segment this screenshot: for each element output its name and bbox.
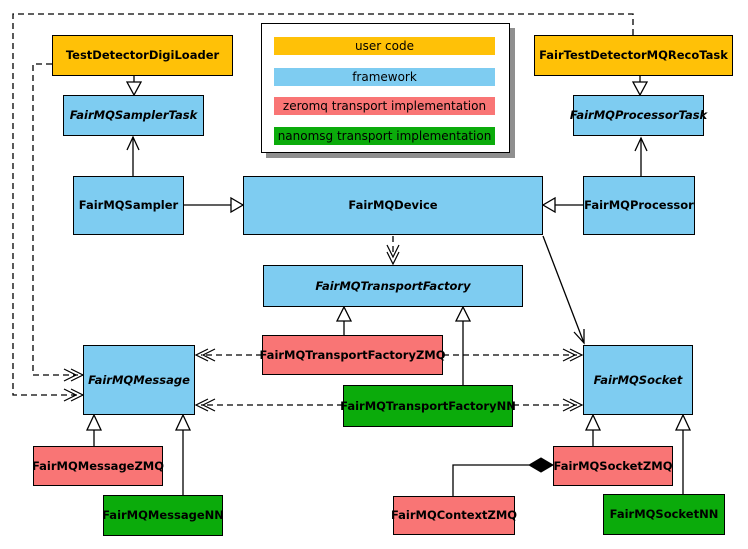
- class-box-fairmq-processor-task: FairMQProcessorTask: [570, 95, 707, 136]
- legend: user code framework zeromq transport imp…: [261, 23, 510, 153]
- class-box-fairmq-transport-factory-zmq: FairMQTransportFactoryZMQ: [260, 335, 446, 375]
- edge-sampler-device: [184, 196, 245, 214]
- class-box-fairmq-sampler: FairMQSampler: [73, 176, 184, 235]
- edge-device-socket: [542, 235, 585, 345]
- legend-item-label: nanomsg transport implementation: [277, 129, 492, 143]
- edge-digiloader-samplertask: [125, 76, 143, 97]
- edge-messagenn-message: [174, 413, 192, 495]
- edge-messagezmq-message: [85, 413, 103, 446]
- legend-item-label: zeromq transport implementation: [282, 99, 487, 113]
- edge-factorynn-message-dashed: [194, 398, 343, 412]
- class-box-fair-test-detector-mq-reco-task: FairTestDetectorMQRecoTask: [534, 35, 733, 76]
- edge-factoryzmq-message-dashed: [194, 348, 262, 362]
- legend-item-framework: framework: [274, 68, 495, 86]
- class-box-fairmq-sampler-task: FairMQSamplerTask: [63, 95, 204, 136]
- class-box-fairmq-context-zmq: FairMQContextZMQ: [391, 496, 517, 535]
- legend-item-zeromq: zeromq transport implementation: [274, 97, 495, 115]
- class-box-fairmq-device: FairMQDevice: [243, 176, 543, 235]
- class-box-test-detector-digi-loader: TestDetectorDigiLoader: [52, 35, 233, 76]
- edge-factorynn-factory: [454, 305, 472, 385]
- edge-processor-device: [541, 196, 583, 214]
- class-box-fairmq-socket: FairMQSocket: [583, 345, 693, 415]
- edge-device-transportfactory-dashed: [386, 236, 400, 266]
- class-box-fairmq-transport-factory-nn: FairMQTransportFactoryNN: [340, 385, 516, 427]
- edge-recotask-processortask: [631, 76, 649, 97]
- edge-factoryzmq-socket-dashed: [443, 348, 584, 362]
- edge-contextzmq-socketzmq: [452, 457, 554, 496]
- edge-socketzmq-socket: [584, 413, 602, 446]
- legend-item-label: user code: [355, 39, 414, 53]
- edge-factoryzmq-factory: [335, 305, 353, 335]
- class-box-fairmq-message: FairMQMessage: [83, 345, 195, 415]
- edge-factorynn-socket-dashed: [513, 398, 584, 412]
- class-box-fairmq-socket-nn: FairMQSocketNN: [603, 494, 725, 535]
- legend-item-nanomsg: nanomsg transport implementation: [274, 127, 495, 145]
- edge-socketnn-socket: [674, 413, 692, 494]
- edge-sampler-samplertask: [126, 135, 140, 176]
- class-box-fairmq-transport-factory: FairMQTransportFactory: [263, 265, 523, 307]
- legend-item-label: framework: [352, 70, 417, 84]
- class-box-fairmq-socket-zmq: FairMQSocketZMQ: [553, 446, 673, 486]
- class-box-fairmq-message-nn: FairMQMessageNN: [102, 495, 224, 536]
- legend-item-user-code: user code: [274, 37, 495, 55]
- class-box-fairmq-message-zmq: FairMQMessageZMQ: [32, 446, 164, 486]
- edge-processor-processortask: [634, 136, 648, 176]
- class-box-fairmq-processor: FairMQProcessor: [583, 176, 695, 235]
